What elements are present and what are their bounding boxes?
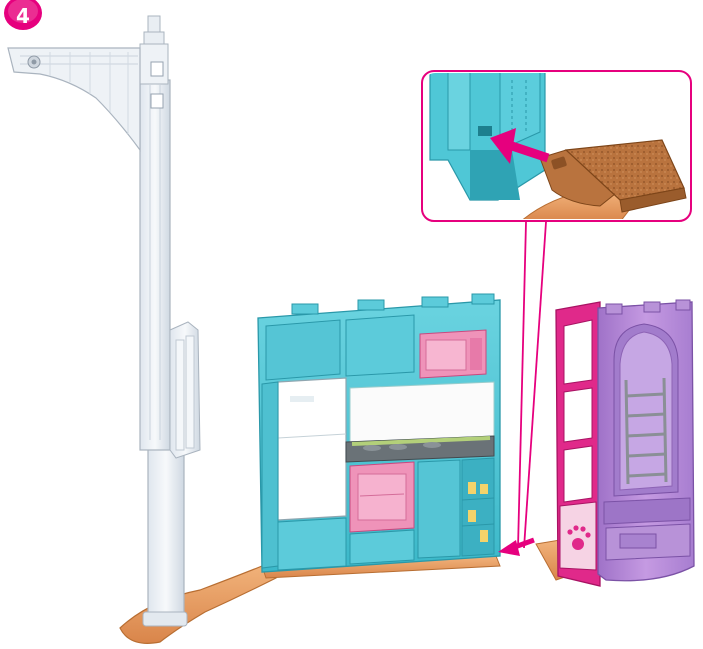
- lamp-post: [8, 16, 276, 643]
- step-number: 4: [16, 4, 30, 28]
- insert-arrow: [498, 540, 534, 556]
- door-panel: [536, 300, 694, 586]
- magnifier-callout: [422, 71, 691, 222]
- kitchen-wall-unit: [258, 294, 500, 578]
- callout-leader-lines: [518, 222, 546, 548]
